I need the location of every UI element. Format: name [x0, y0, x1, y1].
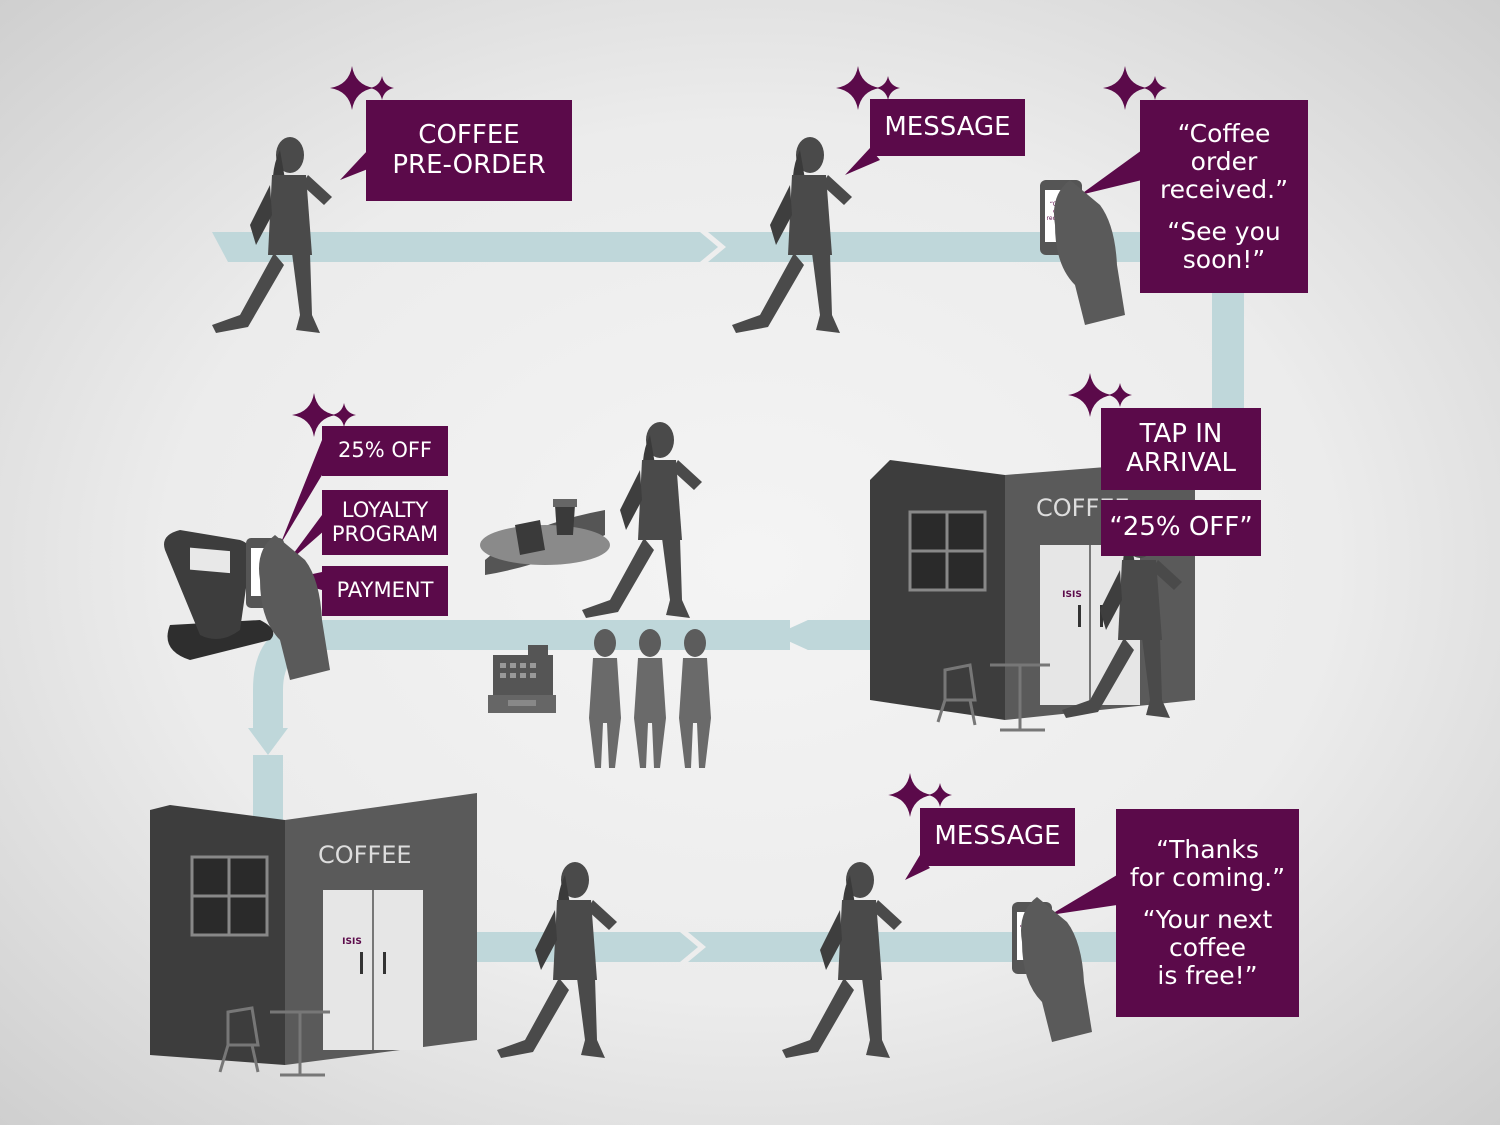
phone-in-hand: “ThankYou”: [1012, 897, 1092, 1042]
shop-sign: COFFEE: [318, 841, 412, 869]
tap-in-arrival-box: TAP IN ARRIVAL: [1101, 408, 1261, 490]
door-logo: ISIS: [342, 937, 362, 947]
speech-tail: [280, 440, 325, 545]
door-logo: ISIS: [1062, 590, 1082, 600]
coffee-preorder-label: COFFEE PRE-ORDER: [392, 120, 546, 180]
loyalty-program-box: LOYALTY PROGRAM: [322, 490, 448, 555]
speech-tail: [1080, 150, 1142, 195]
discount-box: “25% OFF”: [1101, 500, 1261, 556]
see-you-soon-text: “See you soon!”: [1167, 216, 1281, 274]
coffee-shop-left: ISIS COFFEE: [150, 793, 477, 1077]
counter-table: [480, 499, 610, 575]
pos-off-label: 25% OFF: [337, 438, 433, 463]
message-box-bottom: MESSAGE: [920, 808, 1075, 866]
message-label: MESSAGE: [884, 111, 1011, 142]
message-label: MESSAGE: [934, 821, 1061, 852]
cash-register: [488, 645, 556, 713]
path-left-down: [253, 755, 283, 825]
path-middle-bar: [320, 620, 790, 650]
message-box-top: MESSAGE: [870, 99, 1025, 156]
coffee-preorder-box: COFFEE PRE-ORDER: [366, 100, 572, 201]
thanks-box: “Thanks for coming.” “Your next coffee i…: [1116, 809, 1299, 1017]
loyalty-program-label: LOYALTY PROGRAM: [331, 497, 439, 546]
pos-terminal: [164, 530, 330, 680]
order-received-text: “Coffee order received.”: [1159, 118, 1289, 204]
path-top: [212, 232, 718, 262]
path-middle-arrow: [775, 620, 808, 650]
next-coffee-free-text: “Your next coffee is free!”: [1142, 905, 1273, 990]
discount-label: “25% OFF”: [1109, 512, 1253, 543]
payment-box: PAYMENT: [322, 566, 448, 616]
path-left-arrow: [248, 728, 288, 755]
thanks-text: “Thanks for coming.”: [1129, 835, 1286, 892]
payment-label: PAYMENT: [336, 578, 434, 603]
pos-off-box: 25% OFF: [322, 426, 448, 476]
path-middle: [790, 620, 870, 650]
speech-tail: [1050, 875, 1117, 915]
path-right-down: [1212, 290, 1244, 415]
tap-in-arrival-label: TAP IN ARRIVAL: [1126, 418, 1236, 478]
order-received-box: “Coffee order received.” “See you soon!”: [1140, 100, 1308, 293]
